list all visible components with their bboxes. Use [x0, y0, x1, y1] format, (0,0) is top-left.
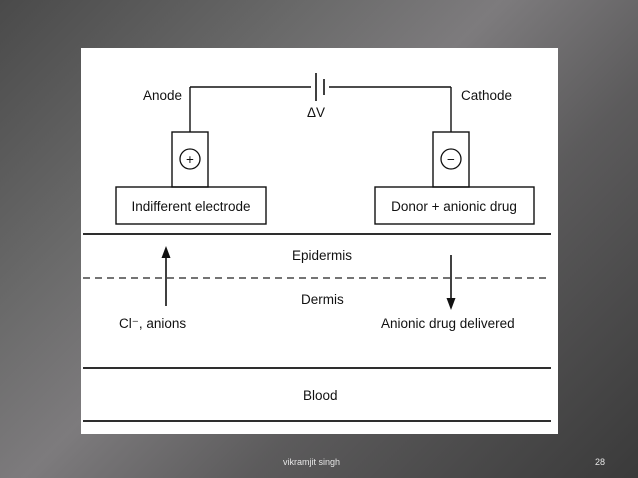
indifferent-electrode-label: Indifferent electrode [131, 199, 250, 214]
dermis-label: Dermis [301, 292, 344, 307]
voltage-label: ΔV [307, 105, 325, 120]
indifferent-electrode-box [115, 186, 267, 225]
positive-symbol: + [186, 152, 194, 167]
slide-number: 28 [595, 457, 606, 467]
blood-label: Blood [303, 388, 338, 403]
up-arrow-icon [161, 246, 171, 306]
anionic-drug-label: Anionic drug delivered [381, 316, 515, 331]
donor-electrode-label: Donor + anionic drug [391, 199, 517, 214]
footer-author: vikramjit singh [283, 457, 341, 467]
cathode-label: Cathode [461, 88, 512, 103]
anode-label: Anode [143, 88, 182, 103]
anions-label: Cl⁻, anions [119, 316, 186, 331]
negative-terminal-circle [440, 148, 462, 170]
diagram-canvas: + − Indifferent electrode Donor + anioni… [83, 73, 551, 422]
donor-electrode-box [374, 186, 535, 225]
negative-symbol: − [447, 152, 455, 167]
battery-symbol [315, 73, 325, 101]
positive-terminal-circle [179, 148, 201, 170]
down-arrow-icon [446, 255, 456, 310]
epidermis-label: Epidermis [292, 248, 352, 263]
iontophoresis-diagram: + − Indifferent electrode Donor + anioni… [81, 48, 558, 434]
